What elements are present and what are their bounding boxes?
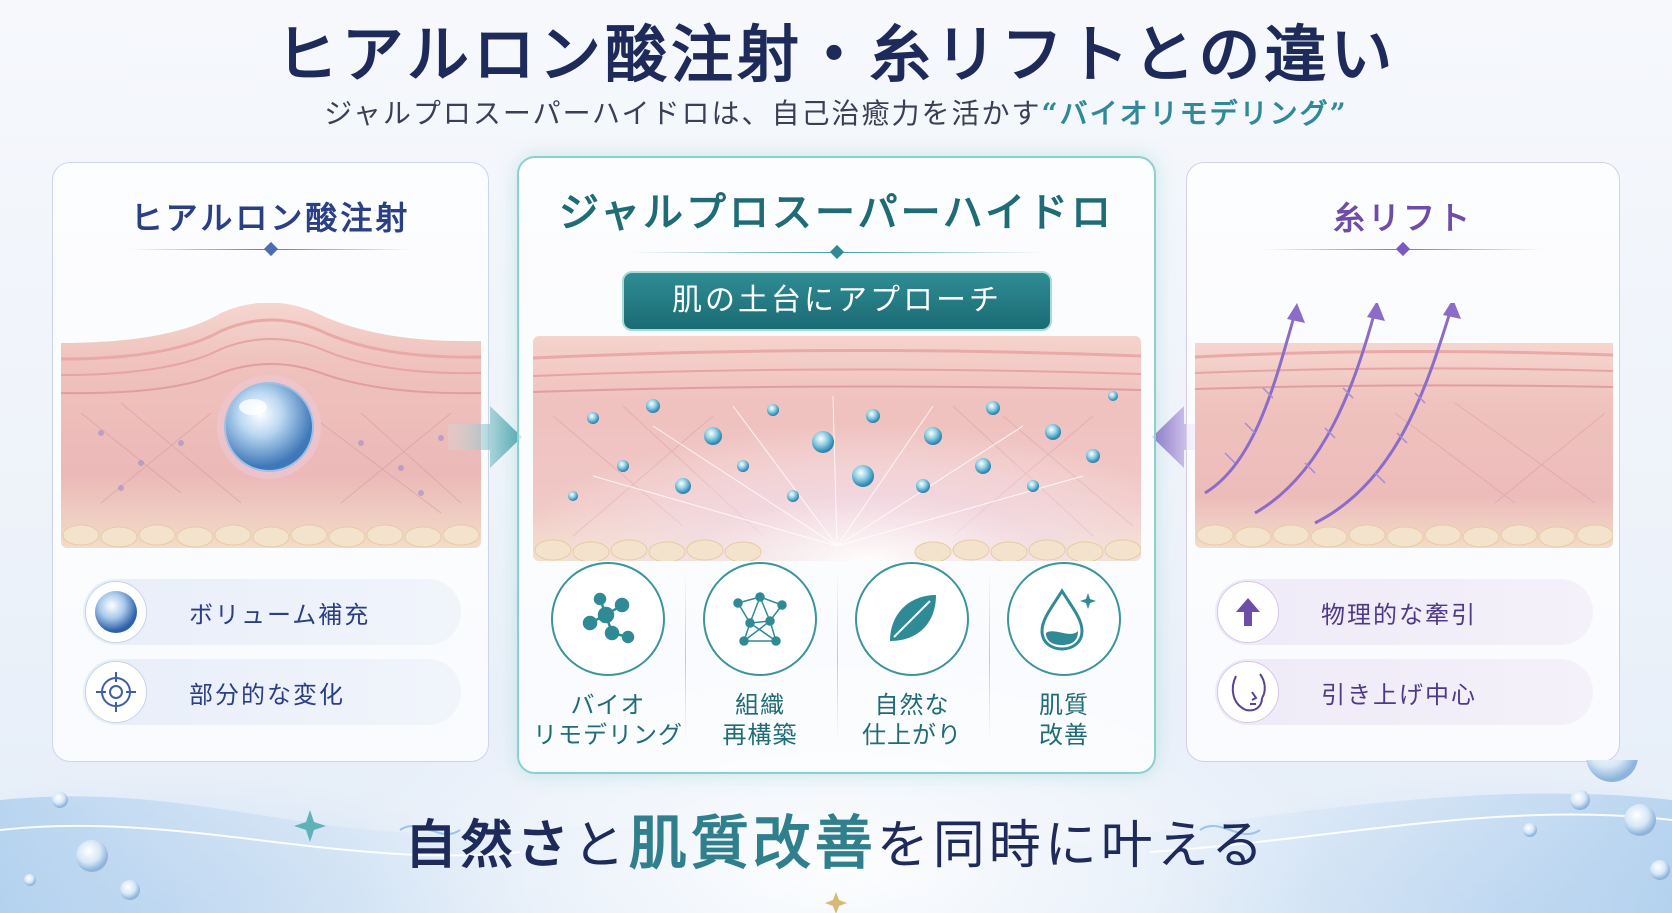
sphere-icon <box>85 581 147 643</box>
skin-illustration-filler <box>61 303 481 548</box>
skin-illustration-thread <box>1195 303 1613 548</box>
feature-pill-lifting: 引き上げ中心 <box>1215 659 1593 725</box>
panel-divider <box>129 241 412 257</box>
hyaluronic-panel-title: ヒアルロン酸注射 <box>130 199 411 237</box>
panel-divider <box>1263 241 1543 257</box>
arrow-right-icon <box>448 406 522 468</box>
tagline-part: と <box>572 816 629 876</box>
feature-label: 部分的な変化 <box>189 680 345 709</box>
feature-label: 引き上げ中心 <box>1321 680 1477 709</box>
tagline-part: 自然さ <box>404 815 573 876</box>
skin-illustration-remodeling <box>533 336 1141 561</box>
panel-divider <box>629 244 1044 260</box>
tagline-part: を同時に叶える <box>876 816 1268 876</box>
feature-pill-partial: 部分的な変化 <box>83 659 461 725</box>
feature-label: ボリューム補充 <box>189 600 371 629</box>
feature-label: 物理的な牽引 <box>1321 600 1477 629</box>
feature-skin-quality: 肌質 改善 <box>989 562 1139 762</box>
leaf-icon <box>855 562 969 676</box>
thread-lift-panel: 糸リフト <box>1186 162 1620 762</box>
bottom-tagline: 自然さと肌質改善を同時に叶える <box>0 796 1672 880</box>
feature-label: バイオ リモデリング <box>533 691 683 749</box>
feature-separator <box>837 572 838 742</box>
feature-pill-traction: 物理的な牽引 <box>1215 579 1593 645</box>
arrow-up-icon <box>1217 581 1279 643</box>
thread-lift-panel-title: 糸リフト <box>1332 199 1473 237</box>
feature-natural-finish: 自然な 仕上がり <box>837 562 987 762</box>
face-icon <box>1217 661 1279 723</box>
page-subtitle: ジャルプロスーパーハイドロは、自己治癒力を活かす“バイオリモデリング” <box>0 92 1672 132</box>
approach-ribbon: 肌の土台にアプローチ <box>622 271 1052 331</box>
molecule-icon <box>551 562 665 676</box>
feature-tissue-rebuild: 組織 再構築 <box>685 562 835 762</box>
feature-separator <box>989 572 990 742</box>
feature-label: 肌質 改善 <box>1039 691 1089 749</box>
target-icon <box>85 661 147 723</box>
drop-icon <box>1007 562 1121 676</box>
tagline-highlight: 肌質改善 <box>628 809 877 877</box>
network-icon <box>703 562 817 676</box>
feature-bio-remodeling: バイオ リモデリング <box>533 562 683 762</box>
jalupro-panel: ジャルプロスーパーハイドロ 肌の土台にアプローチ <box>517 156 1156 774</box>
feature-separator <box>685 572 686 742</box>
page-title: ヒアルロン酸注射・糸リフトとの違い <box>275 18 1397 91</box>
feature-label: 自然な 仕上がり <box>862 691 962 749</box>
jalupro-panel-title: ジャルプロスーパーハイドロ <box>559 189 1114 236</box>
feature-label: 組織 再構築 <box>722 691 798 749</box>
water-wave-decoration <box>0 760 1672 913</box>
subtitle-text: ジャルプロスーパーハイドロは、自己治癒力を活かす <box>324 97 1042 130</box>
subtitle-emphasis: “バイオリモデリング” <box>1041 97 1348 130</box>
hyaluronic-panel: ヒアルロン酸注射 <box>52 162 489 762</box>
feature-pill-volume: ボリューム補充 <box>83 579 461 645</box>
